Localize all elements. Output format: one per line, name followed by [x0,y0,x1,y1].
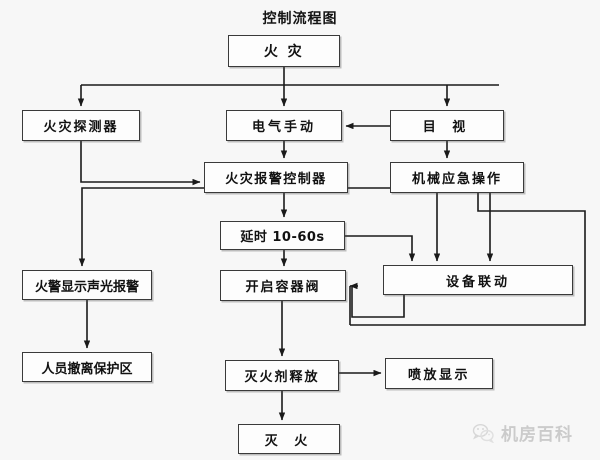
watermark: 机房百科 [472,420,573,445]
edge-detector-controller [80,141,201,186]
page-title: 控制流程图 [262,11,338,27]
node-extinguishant-release[interactable]: 灭火剂释放 [225,360,339,391]
watermark-label: 机房百科 [501,425,573,445]
node-mechanical-emergency-operation[interactable]: 机械应急操作 [390,162,524,193]
node-visual-inspection[interactable]: 目 视 [390,110,504,141]
node-extinguish[interactable]: 灭 火 [238,424,340,454]
node-electric-manual[interactable]: 电气手动 [226,110,342,141]
edge-controller-alarmdisp [78,187,204,267]
node-personnel-evacuation[interactable]: 人员撤离保护区 [22,352,152,382]
wechat-icon [472,423,494,443]
node-equipment-linkage[interactable]: 设备联动 [383,265,573,295]
node-delay[interactable]: 延时 10-60s [220,221,345,250]
edge-mechanical-loop [350,193,586,326]
node-fire-alarm-controller[interactable]: 火灾报警控制器 [204,162,348,193]
edge-linkage-feedback [351,287,405,318]
edge-controller-linkage [348,187,494,262]
node-spray-display[interactable]: 喷放显示 [385,358,493,389]
edge-delay-linkage [345,235,416,262]
node-open-container-valve[interactable]: 开启容器阀 [220,270,346,301]
node-fire-alarm-display[interactable]: 火警显示声光报警 [22,270,152,300]
node-fire[interactable]: 火 灾 [228,35,340,67]
node-fire-detector[interactable]: 火灾探测器 [22,110,140,141]
